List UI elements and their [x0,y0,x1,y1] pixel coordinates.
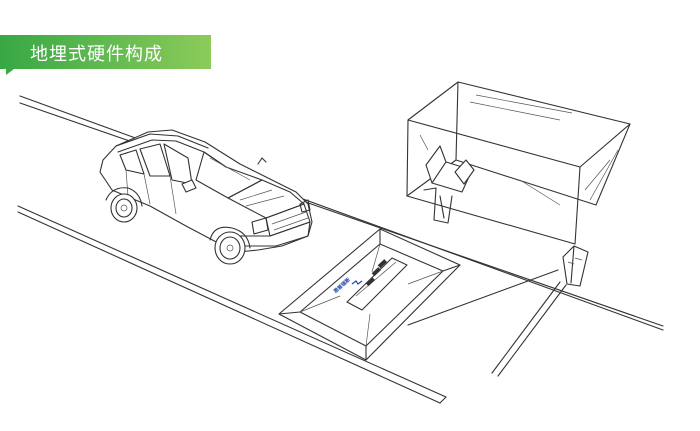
title-banner: 地埋式硬件构成 [0,35,211,75]
camera-post-icon [407,245,589,377]
title-banner-shape [0,35,211,75]
booth-icon [406,81,631,245]
scanner-icon: 恩普瑞斯 [278,228,461,361]
road [17,95,664,404]
car-icon [99,129,313,265]
page-title: 地埋式硬件构成 [30,44,163,65]
